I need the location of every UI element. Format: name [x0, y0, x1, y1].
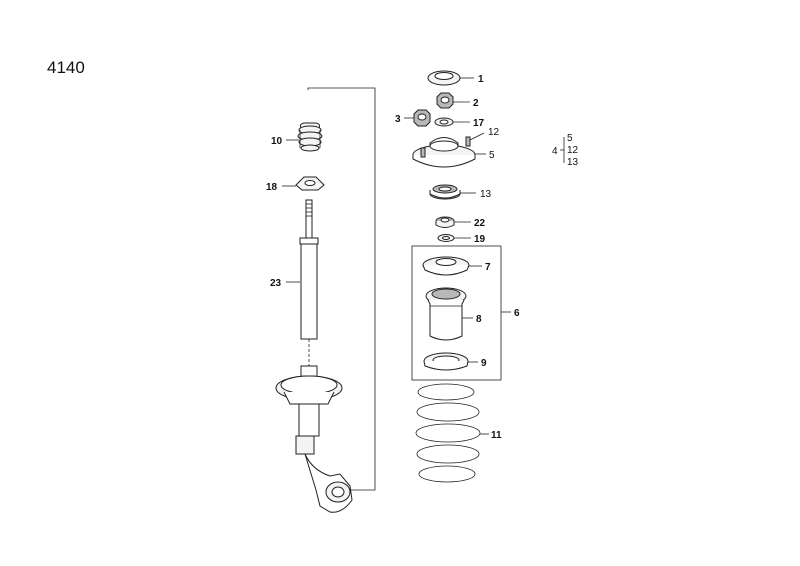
part-washer-19[interactable] — [437, 234, 455, 242]
callout-7: 7 — [485, 262, 491, 273]
callout-23: 23 — [270, 278, 282, 289]
callout-8: 8 — [476, 314, 482, 325]
callout-17: 17 — [473, 118, 485, 129]
part-washer-17[interactable] — [434, 117, 454, 127]
part-dust-cover-cap[interactable] — [295, 176, 325, 191]
callout-9: 9 — [481, 358, 487, 369]
callout-6: 6 — [514, 308, 520, 319]
callout-10: 10 — [271, 136, 283, 147]
part-top-cap[interactable] — [427, 70, 461, 86]
callout-1: 1 — [478, 74, 484, 85]
callout-5: 5 — [489, 150, 495, 161]
part-nut[interactable] — [436, 92, 454, 109]
part-strut-mount[interactable] — [412, 136, 476, 168]
callout-19: 19 — [474, 234, 486, 245]
callout-13: 13 — [480, 189, 492, 200]
diagram-code: 4140 — [47, 58, 85, 77]
group-box-6 — [411, 245, 502, 381]
part-nut-22[interactable] — [435, 216, 455, 228]
part-mount-nut[interactable] — [413, 109, 431, 127]
callout-11: 11 — [491, 430, 502, 441]
kit-item-3: 13 — [567, 157, 579, 168]
part-bump-stop[interactable] — [297, 122, 323, 152]
callout-12: 12 — [488, 127, 500, 138]
kit-group: 4 5 12 13 — [552, 133, 579, 168]
part-shock-absorber[interactable] — [299, 199, 319, 372]
callout-22: 22 — [474, 218, 486, 229]
assembly-bracket — [307, 87, 376, 491]
kit-item-2: 12 — [567, 145, 579, 156]
callout-18: 18 — [266, 182, 278, 193]
part-upper-spring-seat[interactable] — [422, 256, 470, 276]
part-bearing[interactable] — [429, 184, 461, 200]
part-strut-knuckle — [275, 365, 353, 513]
callout-2: 2 — [473, 98, 479, 109]
kit-item-1: 5 — [567, 133, 573, 144]
part-lower-spring-seat[interactable] — [423, 352, 469, 371]
part-coil-spring[interactable] — [415, 383, 481, 483]
part-dust-boot[interactable] — [425, 287, 467, 341]
callout-3: 3 — [395, 114, 401, 125]
kit-label: 4 — [552, 146, 558, 157]
